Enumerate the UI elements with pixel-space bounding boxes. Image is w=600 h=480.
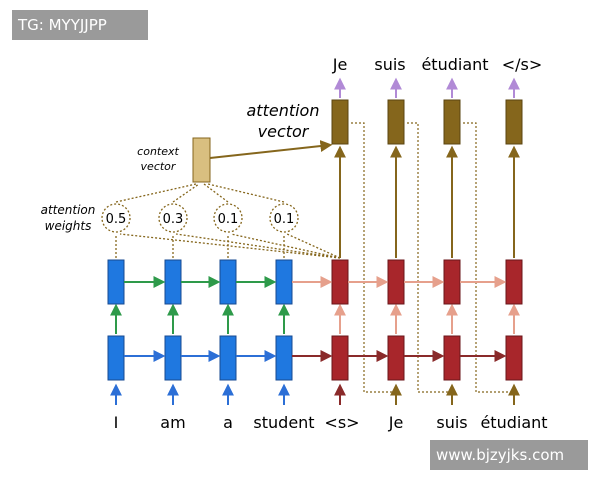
- decoder-to-attention-arrows: [334, 145, 520, 258]
- attention-weight-circle: [101, 203, 131, 233]
- decoder-input-token: suis: [436, 413, 467, 432]
- source-token: I: [114, 413, 119, 432]
- context-vector-label: context: [137, 145, 179, 158]
- output-token: étudiant: [421, 55, 488, 74]
- attention-vector-label: attention: [247, 101, 320, 120]
- output-token: suis: [374, 55, 405, 74]
- attention-weight-circles: 0.5 0.3 0.1 0.1: [101, 203, 299, 233]
- output-token: </s>: [502, 55, 543, 74]
- encoder-layer1: [107, 335, 293, 381]
- attention-vector-cell: [331, 99, 349, 145]
- decoder-input-token: <s>: [324, 413, 359, 432]
- encoder-cell: [275, 259, 293, 305]
- decoder-input-token: étudiant: [480, 413, 547, 432]
- attention-weight-circle: [158, 203, 188, 233]
- attention-weights-label: attention: [41, 203, 96, 217]
- output-arrows: [334, 77, 520, 98]
- feedback-lines: [351, 122, 514, 393]
- source-token-labels: I am a student: [114, 413, 315, 432]
- decoder-layer1: [331, 335, 523, 381]
- decoder-input-token: Je: [388, 413, 404, 432]
- decoder-cell: [505, 335, 523, 381]
- encoder-cell: [107, 335, 125, 381]
- decoder-input-labels: <s> Je suis étudiant: [324, 413, 547, 432]
- decoder-cell: [443, 335, 461, 381]
- inter-layer-arrows: [110, 303, 520, 334]
- watermark-top: TG: MYYJJPP: [12, 10, 148, 40]
- attention-vector-cells: [331, 99, 523, 145]
- context-vector-label: vector: [141, 160, 177, 173]
- decoder-cell: [387, 335, 405, 381]
- source-token: am: [160, 413, 185, 432]
- encoder-cell: [275, 335, 293, 381]
- decoder-cell: [387, 259, 405, 305]
- context-to-attention-arrow: [209, 140, 333, 159]
- input-arrows: [110, 383, 520, 405]
- attention-lines: [115, 183, 341, 259]
- encoder-cell: [107, 259, 125, 305]
- attention-weights-label: weights: [45, 219, 92, 233]
- output-token: Je: [332, 55, 348, 74]
- encoder-cell: [219, 259, 237, 305]
- encoder-cell: [164, 259, 182, 305]
- attention-weight-value: 0.5: [106, 212, 127, 227]
- decoder-cell: [443, 259, 461, 305]
- context-vector-box: [192, 137, 211, 183]
- attention-vector-cell: [443, 99, 461, 145]
- attention-weight-circle: [269, 203, 299, 233]
- decoder-cell: [505, 259, 523, 305]
- attention-weight-value: 0.3: [163, 212, 184, 227]
- decoder-cell: [331, 335, 349, 381]
- attention-weight-circle: [213, 203, 243, 233]
- watermark-bottom: www.bjzyjks.com: [430, 440, 588, 470]
- source-token: student: [253, 413, 314, 432]
- encoder-cell: [164, 335, 182, 381]
- attention-weight-value: 0.1: [218, 212, 239, 227]
- attention-vector-cell: [387, 99, 405, 145]
- decoder-cell: [331, 259, 349, 305]
- attention-vector-label: vector: [258, 122, 310, 141]
- attention-vector-cell: [505, 99, 523, 145]
- output-token-labels: Je suis étudiant </s>: [332, 55, 543, 74]
- attention-weight-value: 0.1: [274, 212, 295, 227]
- source-token: a: [223, 413, 233, 432]
- encoder-cell: [219, 335, 237, 381]
